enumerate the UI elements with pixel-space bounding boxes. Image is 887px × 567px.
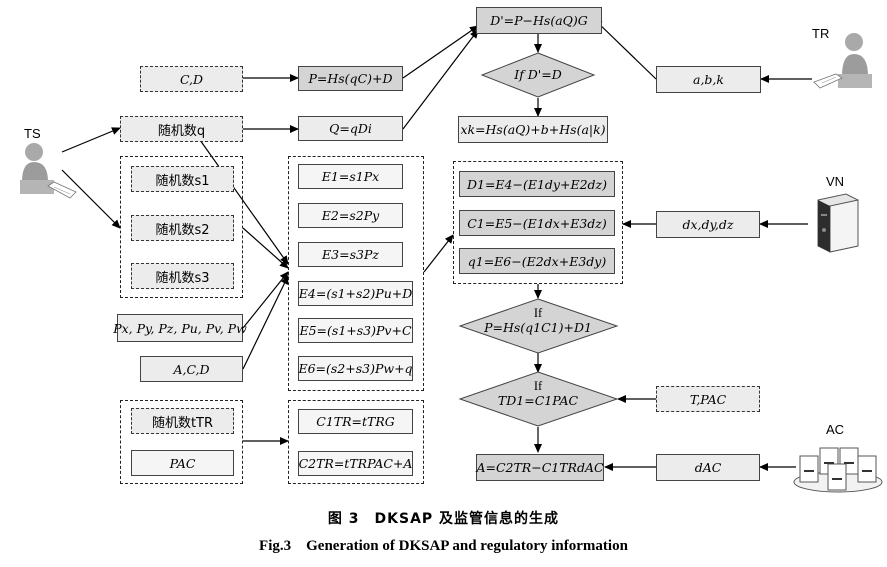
pac-box: PAC — [131, 450, 234, 476]
ts-person-icon — [20, 143, 77, 199]
pset-box: Px, Py, Pz, Pu, Pv, Pw — [113, 314, 247, 342]
ac-servers-icon — [793, 447, 883, 493]
a-eq-box: A=C2TR−C1TRdAC — [476, 454, 604, 481]
figure-caption-cn: 图 3 DKSAP 及监管信息的生成 — [327, 511, 560, 527]
vn-label: VN — [826, 174, 845, 189]
if-td-label-1: If — [533, 379, 543, 393]
s-random-group — [120, 156, 243, 298]
diamond-if-p — [458, 298, 619, 354]
c1-box: C1=E5−(E1dx+E3dz) — [459, 210, 615, 236]
xk-box: xk=Hs(aQ)+b+Hs(a|k) — [458, 116, 608, 143]
dprime-box: D'=P−Hs(aQ)G — [476, 7, 602, 34]
e3-box: E3=s3Pz — [298, 242, 403, 267]
e1-box: E1=s1Px — [298, 164, 403, 189]
if-td-label-2: TD1=C1PAC — [497, 393, 579, 408]
c1tr-c2tr-group — [288, 400, 424, 484]
q-eq-box: Q=qDi — [298, 116, 403, 141]
dac-box: dAC — [656, 454, 760, 481]
random-s3-box: 随机数s3 — [131, 263, 234, 289]
ttr-random-group — [120, 400, 243, 484]
acd-box: A,C,D — [140, 356, 243, 382]
diamond-if-td — [458, 371, 619, 427]
d1-box: D1=E4−(E1dy+E2dz) — [459, 171, 615, 197]
diamond-if-d — [480, 52, 596, 98]
if-p-label-1: If — [533, 306, 543, 320]
tpac-box: T,PAC — [656, 386, 760, 412]
tr-label: TR — [812, 26, 830, 41]
c2tr-box: C2TR=tTRPAC+A — [298, 451, 413, 476]
cd-box: C,D — [140, 66, 243, 92]
random-q-box: 随机数q — [120, 116, 243, 142]
tr-person-icon — [813, 33, 872, 89]
random-s1-box: 随机数s1 — [131, 166, 234, 192]
q1-box: q1=E6−(E2dx+E3dy) — [459, 248, 615, 274]
ts-label: TS — [24, 126, 41, 141]
random-ttr-box: 随机数tTR — [131, 408, 234, 434]
vn-server-icon — [817, 193, 859, 253]
p-eq-box: P=Hs(qC)+D — [298, 66, 403, 91]
if-d-label: If D'=D — [514, 67, 562, 82]
ac-label: AC — [826, 422, 845, 437]
random-s2-box: 随机数s2 — [131, 215, 234, 241]
figure-caption-en: Fig.3 Generation of DKSAP and regulatory… — [259, 538, 628, 554]
if-p-label-2: P=Hs(q1C1)+D1 — [484, 320, 592, 335]
dxyz-box: dx,dy,dz — [656, 211, 760, 238]
d1-c1-q1-group — [453, 161, 623, 284]
e2-box: E2=s2Py — [298, 203, 403, 228]
arrows — [61, 18, 812, 471]
c1tr-box: C1TR=tTRG — [298, 409, 413, 434]
e-computation-group — [288, 156, 424, 391]
e4-box: E4=(s1+s2)Pu+D — [298, 281, 413, 306]
e6-box: E6=(s2+s3)Pw+q — [298, 356, 413, 381]
abk-box: a,b,k — [656, 66, 761, 93]
e5-box: E5=(s1+s3)Pv+C — [298, 318, 413, 343]
